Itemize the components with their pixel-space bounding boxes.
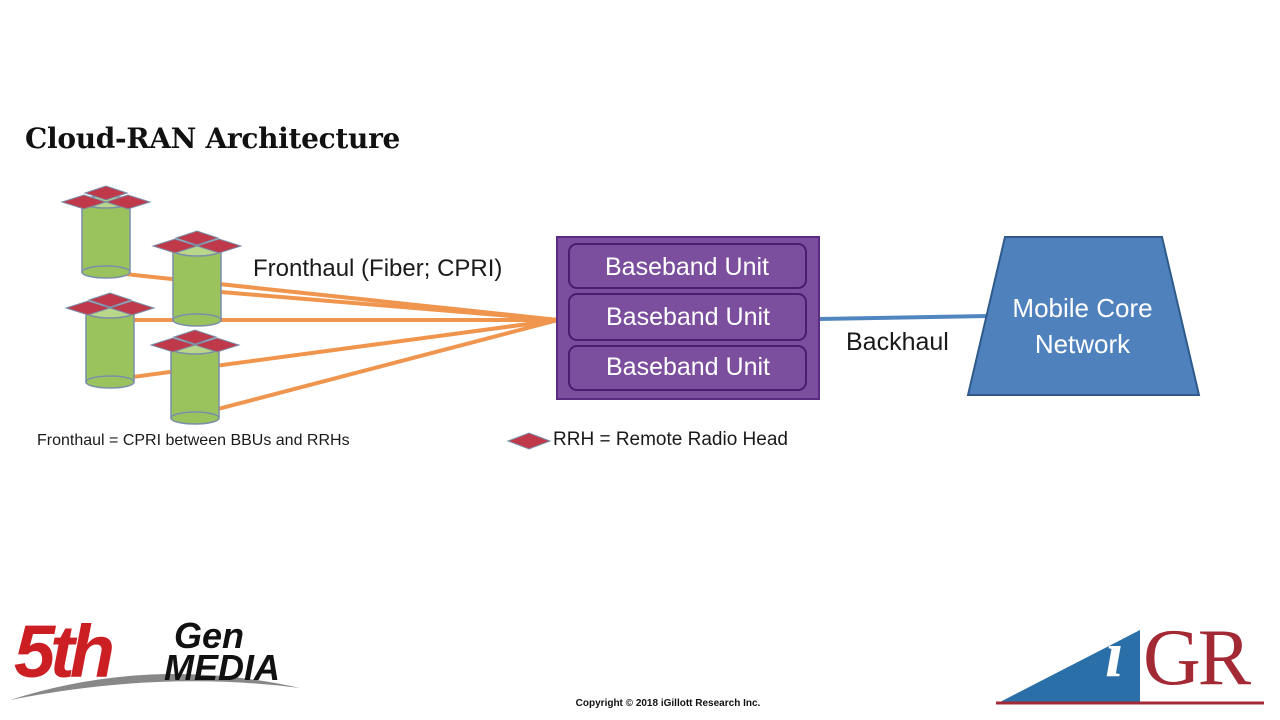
logo-swoosh [10, 674, 300, 700]
igr-triangle [1000, 630, 1140, 702]
fronthaul-line [196, 288, 559, 322]
rrh-legend-icon [506, 432, 552, 450]
rrh-antenna-icon [108, 300, 156, 316]
core-network-line2: Network [1034, 329, 1131, 359]
bbu-box [568, 345, 807, 391]
rrh-antenna-icon [193, 337, 241, 353]
bbu-label: Baseband Unit [604, 253, 769, 281]
core-network-line1: Mobile Core [1012, 293, 1153, 323]
logo-gen-text: Gen [174, 615, 245, 656]
rrh-tower [64, 292, 156, 389]
rrh-tower [149, 329, 241, 425]
rrh-antenna-icon [172, 329, 218, 345]
rrh-antenna-icon [195, 238, 243, 254]
core-network-label: Mobile Core Network [975, 290, 1190, 362]
logo-5th-gen-media: 5th Gen MEDIA [14, 612, 314, 712]
backhaul-label: Backhaul [846, 328, 949, 356]
fronthaul-line [194, 318, 559, 417]
fronthaul-label: Fronthaul (Fiber; CPRI) [253, 255, 503, 282]
bbu-label: Baseband Unit [605, 303, 770, 331]
rrh-antenna-icon [174, 230, 220, 246]
page-title: Cloud-RAN Architecture [25, 122, 401, 155]
rrh-tower [60, 185, 152, 279]
logo-media-text: MEDIA [164, 647, 280, 688]
fronthaul-definition: Fronthaul = CPRI between BBUs and RRHs [37, 432, 350, 449]
logo-igr: i GR [995, 614, 1265, 710]
logo-igr-i: i [1105, 618, 1124, 691]
logo-5th-text: 5th [14, 610, 115, 693]
rrh-legend-text: RRH = Remote Radio Head [553, 429, 788, 450]
bbu-box [568, 243, 807, 289]
rrh-antenna-icon [83, 185, 129, 201]
copyright-text: Copyright © 2018 iGillott Research Inc. [575, 698, 761, 709]
rrh-antenna-icon [104, 194, 152, 210]
core-network-shape [966, 236, 1201, 396]
bbu-box [568, 293, 807, 341]
rrh-tower [151, 230, 243, 327]
logo-igr-gr: GR [1143, 614, 1251, 702]
rrh-antenna-icon [87, 292, 133, 308]
bbu-label: Baseband Unit [605, 353, 770, 381]
backhaul-line [817, 314, 989, 321]
